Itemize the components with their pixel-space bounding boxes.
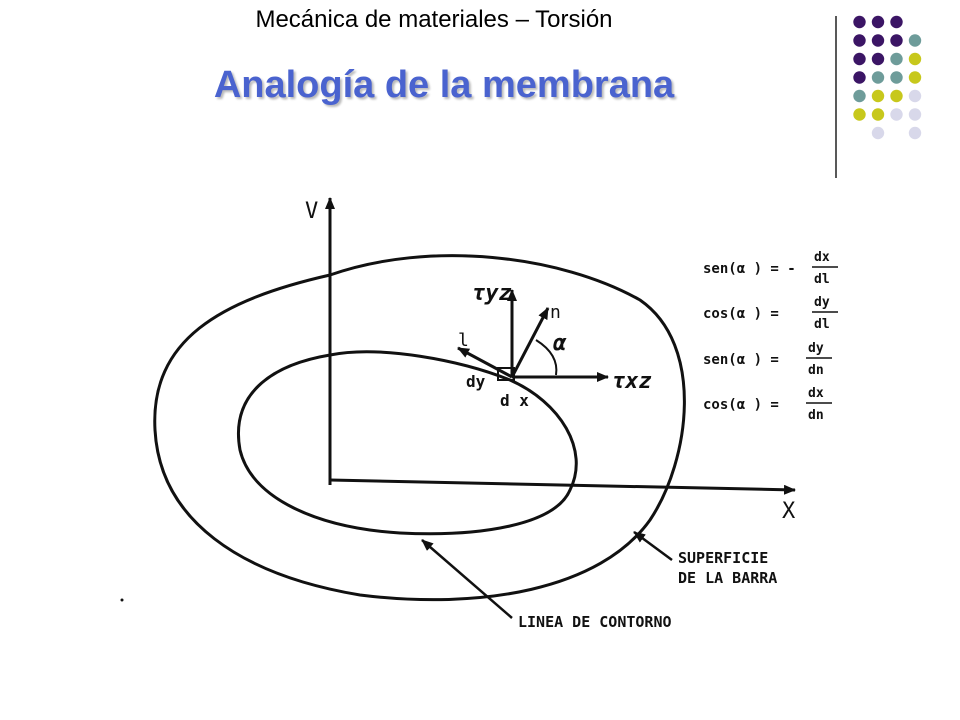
header-subtitle: Mecánica de materiales – Torsión [255, 6, 613, 33]
y-axis-label: V [305, 199, 318, 224]
equation-1: sen(α ) = - dx dl [703, 250, 838, 287]
decorative-dot-grid [835, 15, 922, 178]
equation-1-lhs: sen(α ) = - [703, 261, 796, 277]
decor-dot [890, 52, 903, 66]
stray-dot [120, 598, 124, 602]
equation-4-num: dx [808, 386, 824, 401]
decor-dot [871, 71, 885, 84]
equation-2-lhs: cos(α ) = [703, 306, 779, 322]
decor-dot [908, 126, 922, 140]
decor-dot [908, 52, 922, 66]
differential-element [497, 367, 515, 381]
equation-3-lhs: sen(α ) = [703, 352, 779, 368]
surface-label-line2: DE LA BARRA [678, 569, 777, 587]
decor-dot [890, 89, 903, 103]
equations-block: sen(α ) = - dx dl cos(α ) = dy dl sen(α … [703, 250, 838, 423]
decor-dot [890, 15, 903, 29]
equation-2: cos(α ) = dy dl [703, 295, 838, 332]
tangent-label: l [458, 330, 469, 351]
decor-dot [871, 15, 885, 29]
decor-dot [871, 52, 885, 66]
outer-surface-curve [153, 254, 686, 602]
decor-dot [853, 108, 866, 121]
surface-label-line1: SUPERFICIE [678, 549, 768, 567]
decor-dot [853, 89, 866, 103]
equation-2-den: dl [814, 317, 830, 332]
equation-1-den: dl [814, 272, 830, 287]
surface-leader-arrow [633, 530, 673, 562]
decor-dot [871, 34, 885, 47]
decor-dot [871, 89, 885, 103]
dy-label: dy [466, 372, 486, 391]
decor-dot [908, 34, 922, 47]
decor-dot [853, 52, 866, 66]
decor-dot [871, 108, 885, 121]
contour-leader-arrow [421, 539, 513, 619]
x-axis-label: X [782, 499, 796, 524]
contour-label: LINEA DE CONTORNO [518, 613, 672, 631]
tangent-arrow [457, 346, 513, 379]
tau-yz-label: τyz [472, 281, 512, 306]
decor-dot [853, 71, 866, 84]
normal-arrow [510, 307, 550, 378]
equation-2-num: dy [814, 295, 830, 310]
decor-dot [853, 15, 866, 29]
equation-1-num: dx [814, 250, 830, 265]
decor-dot [890, 34, 903, 47]
normal-label: n [550, 302, 561, 323]
inner-contour-curve [237, 350, 578, 536]
decor-dot [890, 108, 903, 121]
equation-3-den: dn [808, 363, 824, 378]
equation-4-den: dn [808, 408, 824, 423]
decor-dot [871, 126, 885, 140]
tau-xz-label: τxz [612, 369, 652, 394]
decor-dot [908, 108, 922, 121]
equation-4: cos(α ) = dx dn [703, 386, 832, 423]
decor-dot [853, 34, 866, 47]
dx-label: d x [500, 391, 529, 410]
equation-4-lhs: cos(α ) = [703, 397, 779, 413]
x-axis-line [329, 478, 796, 495]
decor-dot [908, 71, 922, 84]
decor-dot [908, 89, 922, 103]
equation-3: sen(α ) = dy dn [703, 341, 832, 378]
equation-3-num: dy [808, 341, 824, 356]
alpha-label: α [553, 331, 567, 356]
slide-title: Analogía de la membrana [213, 64, 675, 106]
alpha-arc [535, 339, 558, 376]
decor-dot [890, 71, 903, 84]
